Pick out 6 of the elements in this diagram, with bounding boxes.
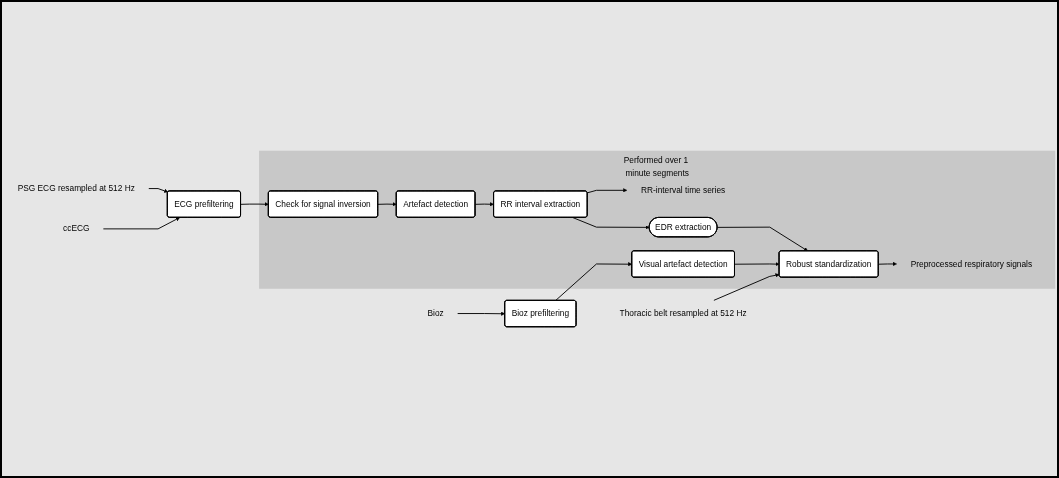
node-text: ccECG	[63, 224, 90, 234]
node-text: PSG ECG resampled at 512 Hz	[17, 183, 135, 194]
node-text: Bioz	[427, 308, 444, 319]
node-text: Preprocessed respiratory signals	[910, 259, 1033, 269]
node-text: Thoracic belt resampled at 512 Hz	[619, 308, 747, 319]
node-text: RR-interval time series	[640, 185, 726, 195]
